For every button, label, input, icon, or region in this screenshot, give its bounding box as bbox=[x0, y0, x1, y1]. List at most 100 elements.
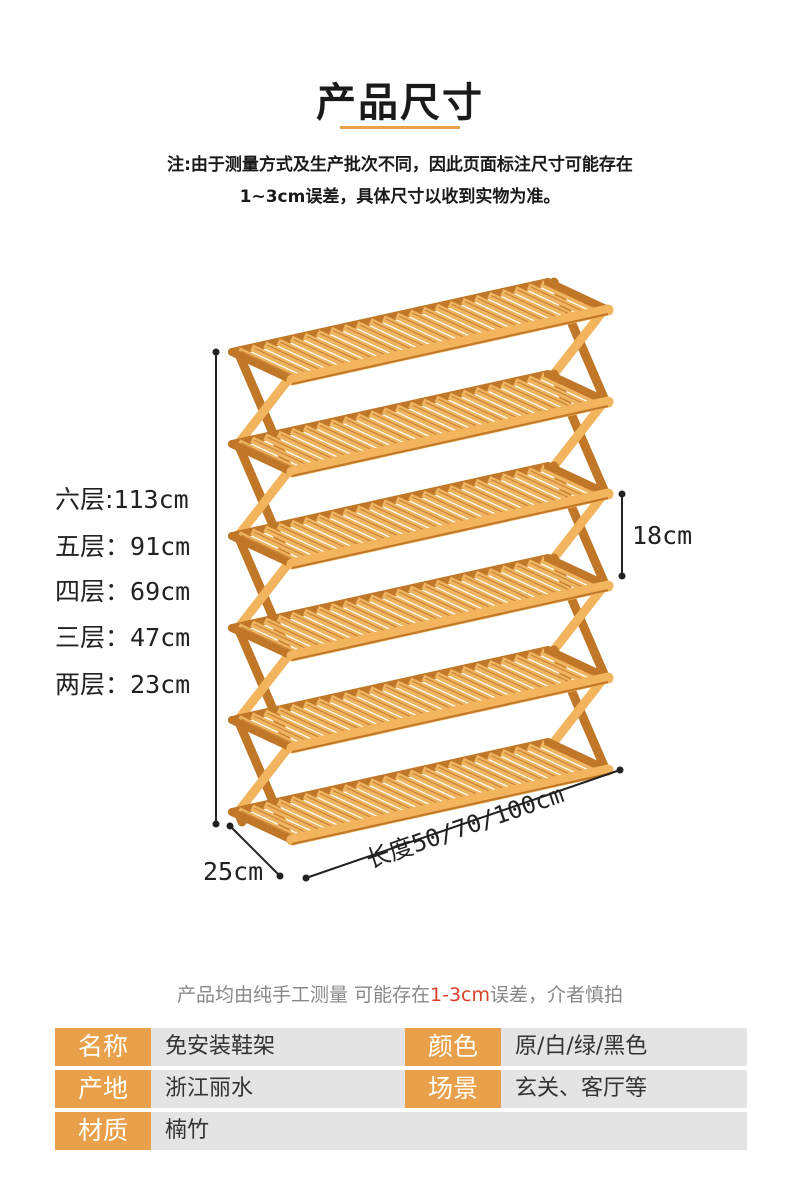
slat-shadow bbox=[385, 318, 447, 348]
slat-shadow bbox=[438, 306, 499, 336]
shelf-slat bbox=[513, 470, 577, 505]
measurement-note-line1: 注:由于测量方式及生产批次不同，因此页面标注尺寸可能存在 bbox=[167, 155, 633, 175]
shelf-slat bbox=[263, 525, 327, 560]
slat-shadow bbox=[398, 407, 460, 437]
shelf-slat bbox=[289, 611, 353, 647]
measurement-note-line2: 1~3cm误差，具体尺寸以收到实物为准。 bbox=[239, 187, 561, 207]
slat-shadow bbox=[530, 378, 592, 408]
shelf-slat bbox=[434, 763, 498, 798]
shelf-slat bbox=[526, 559, 590, 594]
front-rail-edge bbox=[291, 681, 609, 753]
shelf-slat bbox=[434, 579, 498, 614]
shelf-slat bbox=[289, 519, 353, 555]
slat-shadow bbox=[530, 470, 592, 500]
shelf-back-rail bbox=[228, 554, 552, 632]
slat-shadow bbox=[504, 292, 565, 322]
slat-shadow bbox=[464, 760, 526, 791]
shelf-slat bbox=[513, 746, 577, 781]
slat-shadow bbox=[280, 433, 341, 463]
slat-shadow bbox=[332, 514, 394, 544]
shelf-back-rail bbox=[228, 278, 552, 356]
slat-shadow bbox=[280, 617, 341, 647]
slat-shadow bbox=[411, 404, 473, 434]
slat-shadow bbox=[477, 389, 539, 420]
shelf-slat bbox=[329, 602, 393, 638]
slat-shadow bbox=[398, 591, 460, 621]
shelf-slat bbox=[395, 680, 459, 715]
length-dimension-line bbox=[302, 766, 624, 882]
shelf-slat bbox=[395, 588, 459, 623]
slat-shadow bbox=[504, 384, 565, 414]
shelf-slat bbox=[539, 464, 603, 499]
shelf-slat bbox=[513, 378, 577, 413]
page-title: 产品尺寸 bbox=[316, 80, 484, 126]
handmade-measurement-note: 产品均由纯手工测量 可能存在1-3cm误差，介者慎拍 bbox=[176, 984, 624, 1006]
shelf-slat bbox=[408, 585, 472, 620]
slat-shadow bbox=[319, 516, 381, 547]
shelf-slat bbox=[434, 671, 498, 706]
slat-shadow bbox=[293, 522, 355, 552]
shelf-right-rail bbox=[544, 646, 612, 682]
left-leg-brace bbox=[233, 651, 293, 725]
slat-shadow bbox=[306, 427, 368, 458]
slat-shadow bbox=[425, 769, 486, 799]
shelf-slat bbox=[355, 781, 419, 816]
slat-shadow bbox=[385, 502, 447, 532]
shelf-slat bbox=[487, 751, 551, 787]
slat-shadow bbox=[411, 772, 473, 802]
slat-shadow bbox=[359, 692, 420, 722]
slat-shadow bbox=[332, 422, 394, 452]
slat-shadow bbox=[346, 511, 407, 541]
shelf-slat bbox=[316, 329, 380, 365]
spec-color-label: 颜色 bbox=[405, 1028, 501, 1066]
shelf-slat bbox=[237, 347, 301, 382]
slat-shadow bbox=[517, 565, 578, 595]
shelf-slat bbox=[395, 496, 459, 531]
slat-shadow bbox=[240, 810, 302, 840]
shelf-right-rail bbox=[544, 278, 612, 314]
shelf-slat bbox=[381, 683, 445, 718]
slat-shadow bbox=[359, 416, 420, 446]
slat-shadow bbox=[267, 804, 328, 834]
shelf-slat bbox=[316, 789, 380, 825]
shelf-slat bbox=[368, 686, 432, 721]
shelf-slat bbox=[500, 381, 564, 416]
front-rail-edge bbox=[291, 405, 609, 477]
slat-shadow bbox=[240, 718, 302, 748]
shelf-left-rail bbox=[228, 348, 296, 384]
slat-shadow bbox=[504, 660, 565, 690]
slat-shadow bbox=[332, 790, 394, 820]
slat-shadow bbox=[267, 528, 328, 558]
slat-shadow bbox=[451, 763, 513, 793]
slat-shadow bbox=[240, 350, 302, 380]
shelf-slat bbox=[368, 778, 432, 813]
shelf-slat bbox=[500, 565, 564, 600]
shelf-slat bbox=[368, 410, 432, 445]
shelf-slat bbox=[302, 700, 366, 736]
shelf-left-rail bbox=[228, 440, 296, 476]
shelf-slat bbox=[408, 677, 472, 712]
right-leg-brace bbox=[549, 673, 609, 747]
shelf-slat bbox=[289, 335, 353, 371]
slat-shadow bbox=[464, 576, 526, 607]
shelf-slat bbox=[342, 784, 406, 819]
layer-height-four: 四层：69cm bbox=[55, 577, 191, 606]
slat-shadow bbox=[477, 481, 539, 512]
left-leg-brace bbox=[233, 375, 293, 449]
shelf-slat bbox=[342, 416, 406, 451]
shelf-slat bbox=[263, 801, 327, 836]
slat-shadow bbox=[464, 392, 526, 423]
slat-shadow bbox=[464, 300, 526, 331]
slat-shadow bbox=[451, 395, 513, 425]
shelf-slat bbox=[250, 528, 314, 563]
shelf-right-rail bbox=[544, 738, 612, 774]
slat-shadow bbox=[372, 597, 434, 627]
shelf-slat bbox=[500, 657, 564, 692]
slat-shadow bbox=[504, 752, 565, 782]
slat-shadow bbox=[306, 611, 368, 642]
shelf-slat bbox=[460, 297, 524, 333]
slat-shadow bbox=[319, 700, 381, 731]
shelf-slat bbox=[487, 291, 551, 327]
shelf-right-rail bbox=[544, 462, 612, 498]
right-leg-brace bbox=[549, 489, 609, 563]
